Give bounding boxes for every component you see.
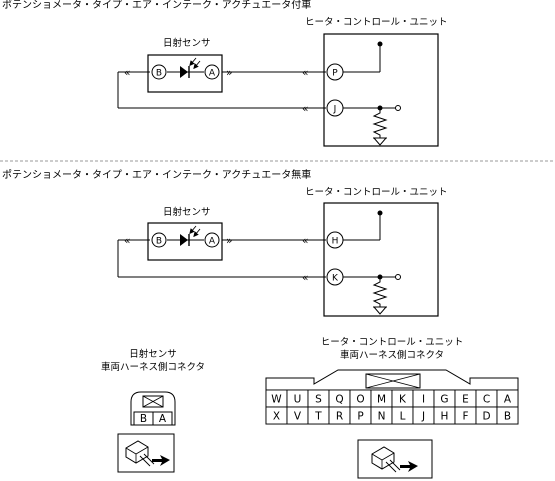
connector-arrow-left: « <box>302 103 308 115</box>
pin-label: N <box>378 411 386 423</box>
heater-control-unit-box <box>323 202 439 317</box>
connector-subtitle: 車両ハーネス側コネクタ <box>101 361 205 373</box>
pin-label: P <box>357 411 363 423</box>
heater-control-unit-box <box>323 33 439 147</box>
photodiode-icon <box>167 225 204 246</box>
pin-label: A <box>504 394 512 406</box>
connector-arrow-left: « <box>124 67 130 79</box>
plug-probe-icon <box>371 446 418 473</box>
pin-circle <box>204 64 220 80</box>
pin-circle <box>204 232 220 248</box>
connector-arrow-left: « <box>302 67 308 79</box>
connector-housing-top <box>265 369 519 390</box>
connector-title: ヒータ・コントロール・ユニット <box>321 337 464 348</box>
pin-label: P <box>332 69 338 79</box>
connector-arrow-left: « <box>302 272 308 284</box>
section-without-actuator: ポテンショメータ・タイプ・エア・インテーク・アクチュエータ無車 日射センサ ヒー… <box>2 168 448 317</box>
unit-label: ヒータ・コントロール・ユニット <box>305 17 448 28</box>
resistor-ground-icon <box>372 108 388 146</box>
lock-tab-mark <box>365 373 421 389</box>
pin-circle <box>151 64 167 80</box>
pin-label: R <box>336 411 343 423</box>
connector-pin-cell <box>152 411 173 426</box>
pin-label: A <box>159 413 167 425</box>
pin-label: B <box>156 69 162 79</box>
terminal-icon <box>395 274 401 280</box>
pin-label: E <box>462 394 469 406</box>
pin-label: S <box>315 394 322 406</box>
pin-label: A <box>209 69 216 79</box>
junction-dot <box>377 210 383 216</box>
sensor-label: 日射センサ <box>163 206 211 218</box>
connector-pin-cell <box>496 406 519 425</box>
connector-arrow-left: « <box>302 235 308 247</box>
section-title: ポテンショメータ・タイプ・エア・インテーク・アクチュエータ付車 <box>2 0 311 11</box>
pin-label: I <box>422 394 425 406</box>
pin-label: T <box>314 411 322 423</box>
photodiode-icon <box>167 57 204 78</box>
terminal-icon <box>395 105 401 111</box>
section-title: ポテンショメータ・タイプ・エア・インテーク・アクチュエータ無車 <box>2 168 311 181</box>
pin-label: H <box>332 237 339 247</box>
unit-label: ヒータ・コントロール・ユニット <box>305 187 448 198</box>
pin-label: K <box>332 274 339 284</box>
connector-arrow-right: » <box>226 235 232 247</box>
connector-arrow-right: » <box>226 67 232 79</box>
junction-dot <box>377 41 383 47</box>
section-with-actuator: ポテンショメータ・タイプ・エア・インテーク・アクチュエータ付車 日射センサ ヒー… <box>2 0 448 147</box>
solar-sensor-box <box>147 222 223 261</box>
pin-label: J <box>333 105 337 115</box>
resistor-ground-icon <box>372 277 388 315</box>
pin-label: X <box>273 411 280 423</box>
sensor-label: 日射センサ <box>163 37 211 49</box>
pin-label: V <box>294 411 302 423</box>
plug-inset-frame <box>357 439 433 479</box>
pin-label: H <box>441 411 449 423</box>
connector-subtitle: 車両ハーネス側コネクタ <box>340 349 444 361</box>
pin-label: U <box>294 394 302 406</box>
lock-tab-mark <box>142 395 164 408</box>
pin-label: W <box>271 394 282 406</box>
pin-label: J <box>421 411 425 423</box>
pin-label: D <box>482 411 490 423</box>
pin-label: O <box>356 394 364 406</box>
pin-label: B <box>156 237 162 247</box>
pin-label: G <box>440 394 448 406</box>
pin-label: F <box>462 411 468 423</box>
pin-label: L <box>400 411 406 423</box>
solar-sensor-box <box>147 54 223 93</box>
pin-label: B <box>140 413 147 425</box>
pin-label: A <box>209 237 216 247</box>
pin-label: Q <box>335 394 343 406</box>
sensor-connector-face: 日射センサ 車両ハーネス側コネクタ B A <box>101 348 205 473</box>
connector-arrow-left: « <box>124 235 130 247</box>
plug-probe-icon <box>125 440 170 467</box>
pin-label: C <box>483 394 490 406</box>
pin-label: K <box>399 394 407 406</box>
connector-title: 日射センサ <box>129 348 177 360</box>
pin-label: M <box>377 394 386 406</box>
pin-label: B <box>504 411 511 423</box>
pin-circle <box>151 232 167 248</box>
